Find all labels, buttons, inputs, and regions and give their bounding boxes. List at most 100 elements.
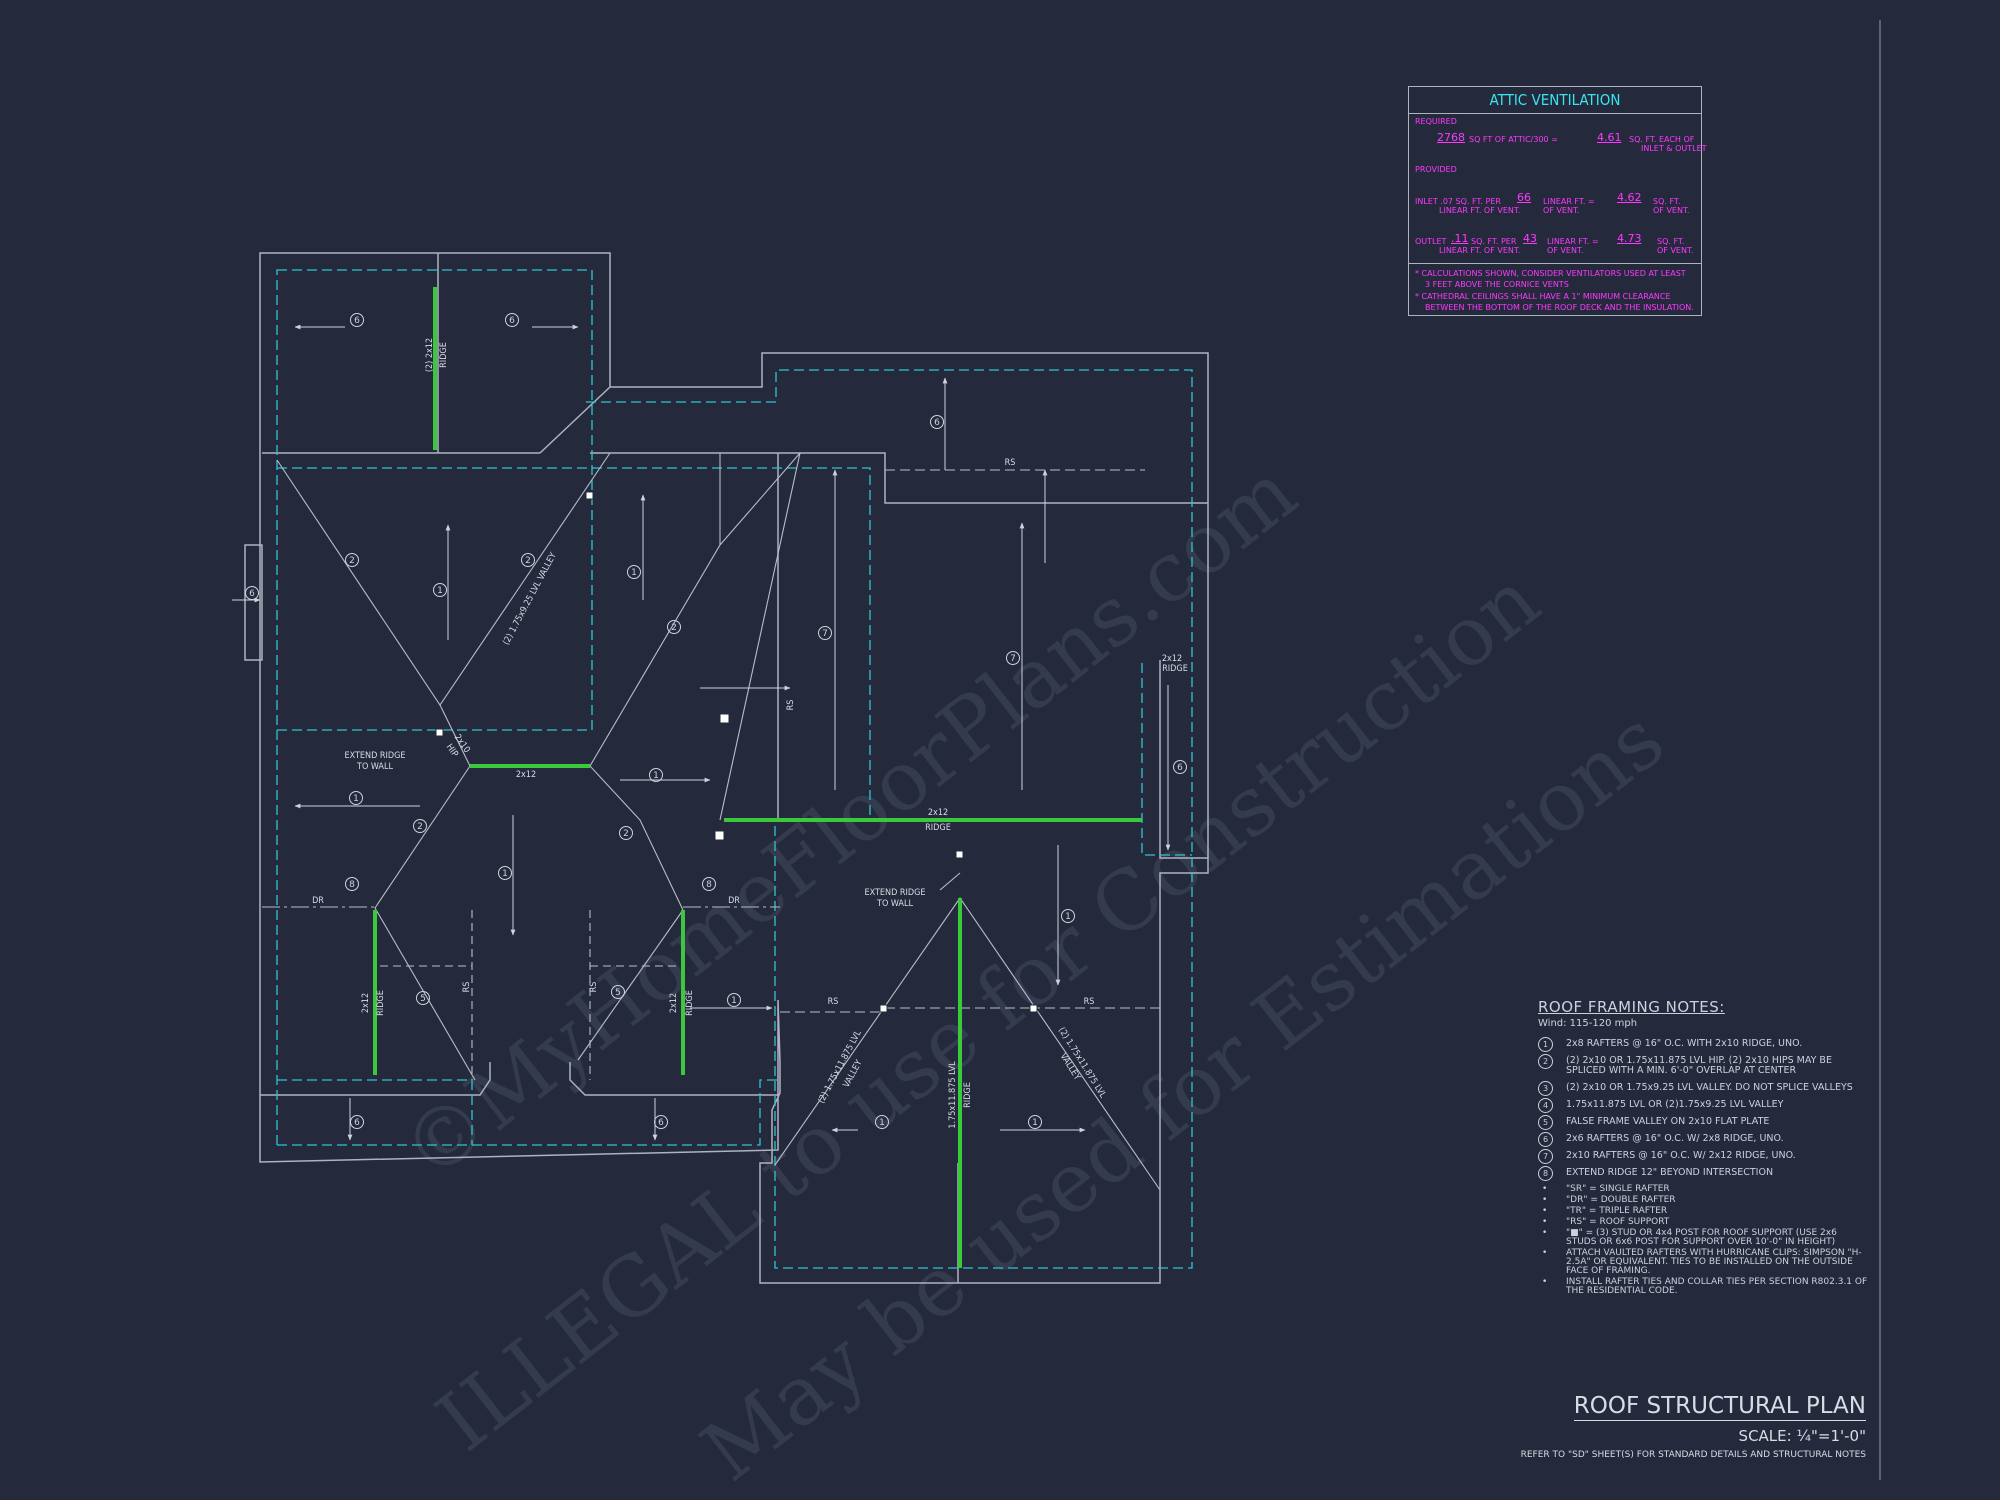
vent-req-each-text2: INLET & OUTLET bbox=[1641, 144, 1707, 153]
callout-numbers: 6 6 6 2 1 2 1 2 7 6 7 6 1 1 2 2 1 8 8 1 … bbox=[249, 316, 1183, 1128]
callout-6b: 6 bbox=[509, 316, 515, 326]
note-bullet: "■" = (3) STUD OR 4x4 POST FOR ROOF SUPP… bbox=[1538, 1229, 1868, 1247]
vent-req-value: 2768 bbox=[1437, 131, 1465, 144]
callout-2a: 2 bbox=[349, 556, 355, 566]
callout-1f: 1 bbox=[1065, 912, 1071, 922]
vent-outlet-lin: LINEAR FT. = bbox=[1547, 237, 1599, 246]
callout-2b: 2 bbox=[525, 556, 531, 566]
note-bullet: "RS" = ROOF SUPPORT bbox=[1538, 1218, 1868, 1228]
posts bbox=[435, 491, 1038, 1013]
vent-inlet-sqft: SQ. FT. bbox=[1653, 197, 1681, 206]
vent-outlet-label: OUTLET bbox=[1415, 237, 1447, 246]
label-rs-mid: RS bbox=[589, 982, 599, 993]
ridges bbox=[373, 287, 1142, 1268]
label-to-wall-2: TO WALL bbox=[876, 899, 913, 909]
label-extend-ridge-1: EXTEND RIDGE bbox=[344, 751, 405, 761]
vent-provided-label: PROVIDED bbox=[1415, 165, 1457, 174]
overhang-lines bbox=[276, 269, 1193, 1269]
callout-7a: 7 bbox=[822, 629, 828, 639]
label-ridge-top-size: (2) 2x12 bbox=[425, 338, 435, 372]
label-dr-right: DR bbox=[728, 896, 740, 906]
label-ridge-left: RIDGE bbox=[376, 990, 386, 1016]
vent-inlet-label: INLET .07 SQ. FT. PER bbox=[1415, 197, 1501, 206]
vent-inlet-of: OF VENT. bbox=[1543, 206, 1580, 215]
callout-1b: 1 bbox=[631, 568, 637, 578]
callout-6f: 6 bbox=[354, 1118, 360, 1128]
note-bullet: "TR" = TRIPLE RAFTER bbox=[1538, 1207, 1868, 1217]
vent-inlet-of2: OF VENT. bbox=[1653, 206, 1690, 215]
callout-2c: 2 bbox=[671, 623, 677, 633]
callout-6e: 6 bbox=[1177, 763, 1183, 773]
callouts bbox=[245, 313, 1187, 1129]
callout-8a: 8 bbox=[349, 880, 355, 890]
vent-inlet-label2: LINEAR FT. OF VENT. bbox=[1439, 206, 1521, 215]
callout-1a: 1 bbox=[437, 586, 443, 596]
label-ridge-top: RIDGE bbox=[439, 342, 449, 368]
vent-inlet-lin: LINEAR FT. = bbox=[1543, 197, 1595, 206]
callout-1d: 1 bbox=[653, 771, 659, 781]
title-block: ROOF STRUCTURAL PLAN SCALE: ¼"=1'-0" REF… bbox=[1480, 1393, 1866, 1460]
note-bullet: "SR" = SINGLE RAFTER bbox=[1538, 1185, 1868, 1195]
vent-outlet-label2: SQ. FT. PER bbox=[1471, 237, 1517, 246]
label-rs-lower-2: RS bbox=[1084, 997, 1095, 1007]
callout-5a: 5 bbox=[420, 994, 426, 1004]
vent-outlet-label3: LINEAR FT. OF VENT. bbox=[1439, 246, 1521, 255]
vent-inlet-ft: 66 bbox=[1517, 191, 1531, 204]
label-ridge-lvl: 1.75x11.875 LVL bbox=[948, 1061, 958, 1129]
label-rs-center: RS bbox=[786, 700, 796, 711]
label-rs-left: RS bbox=[462, 982, 472, 993]
notes-heading: ROOF FRAMING NOTES: bbox=[1538, 998, 1725, 1016]
note-bullet: "DR" = DOUBLE RAFTER bbox=[1538, 1196, 1868, 1206]
callout-2e: 2 bbox=[623, 829, 629, 839]
label-2x12-right: 2x12 bbox=[1162, 654, 1182, 664]
vent-req-each-text: SQ. FT. EACH OF bbox=[1629, 135, 1695, 144]
callout-8b: 8 bbox=[706, 880, 712, 890]
label-2x12-center: 2x12 bbox=[516, 770, 536, 780]
callout-6d: 6 bbox=[934, 418, 940, 428]
vent-note-2: * CATHEDRAL CEILINGS SHALL HAVE A 1" MIN… bbox=[1415, 292, 1671, 301]
vent-inlet-total: 4.62 bbox=[1617, 191, 1642, 204]
note-bullet: INSTALL RAFTER TIES AND COLLAR TIES PER … bbox=[1538, 1278, 1868, 1296]
plan-scale: SCALE: ¼"=1'-0" bbox=[1738, 1427, 1866, 1445]
callout-6c: 6 bbox=[249, 589, 255, 599]
vent-req-each: 4.61 bbox=[1597, 131, 1622, 144]
label-rs-lower-1: RS bbox=[828, 997, 839, 1007]
vent-req-text: SQ FT OF ATTIC/300 = bbox=[1469, 135, 1558, 144]
callout-5b: 5 bbox=[615, 988, 621, 998]
label-ridge-mid-size: 2x12 bbox=[669, 993, 679, 1013]
ventilation-title: ATTIC VENTILATION bbox=[1409, 87, 1701, 114]
notes-wind: Wind: 115-120 mph bbox=[1538, 1018, 1638, 1029]
plan-title: ROOF STRUCTURAL PLAN bbox=[1573, 1393, 1866, 1421]
vent-note-1b: 3 FEET ABOVE THE CORNICE VENTS bbox=[1425, 280, 1569, 289]
label-ridge-lower: RIDGE bbox=[963, 1082, 973, 1108]
label-dr-left: DR bbox=[312, 896, 324, 906]
label-ridge-long: RIDGE bbox=[925, 823, 951, 833]
label-ridge-left-size: 2x12 bbox=[361, 993, 371, 1013]
vent-outlet-sqft: SQ. FT. bbox=[1657, 237, 1685, 246]
callout-6g: 6 bbox=[658, 1118, 664, 1128]
vent-outlet-of2: OF VENT. bbox=[1657, 246, 1694, 255]
callout-6a: 6 bbox=[354, 316, 360, 326]
vent-outlet-of: OF VENT. bbox=[1547, 246, 1584, 255]
callout-1g: 1 bbox=[731, 996, 737, 1006]
note-item: 3(2) 2x10 OR 1.75x9.25 LVL VALLEY. DO NO… bbox=[1538, 1081, 1868, 1096]
label-to-wall-1: TO WALL bbox=[356, 762, 393, 772]
vent-outlet-total: 4.73 bbox=[1617, 232, 1642, 245]
label-rs-top: RS bbox=[1005, 458, 1016, 468]
vent-required-label: REQUIRED bbox=[1415, 117, 1457, 126]
callout-1i: 1 bbox=[1032, 1118, 1038, 1128]
callout-1e: 1 bbox=[502, 869, 508, 879]
rafter-arrows bbox=[232, 324, 1171, 1141]
vent-outlet-ft: 43 bbox=[1523, 232, 1537, 245]
note-bullet: ATTACH VAULTED RAFTERS WITH HURRICANE CL… bbox=[1538, 1249, 1868, 1276]
framing-lines bbox=[262, 452, 1161, 1191]
vent-note-2b: BETWEEN THE BOTTOM OF THE ROOF DECK AND … bbox=[1425, 303, 1694, 312]
label-2x12-long: 2x12 bbox=[928, 808, 948, 818]
